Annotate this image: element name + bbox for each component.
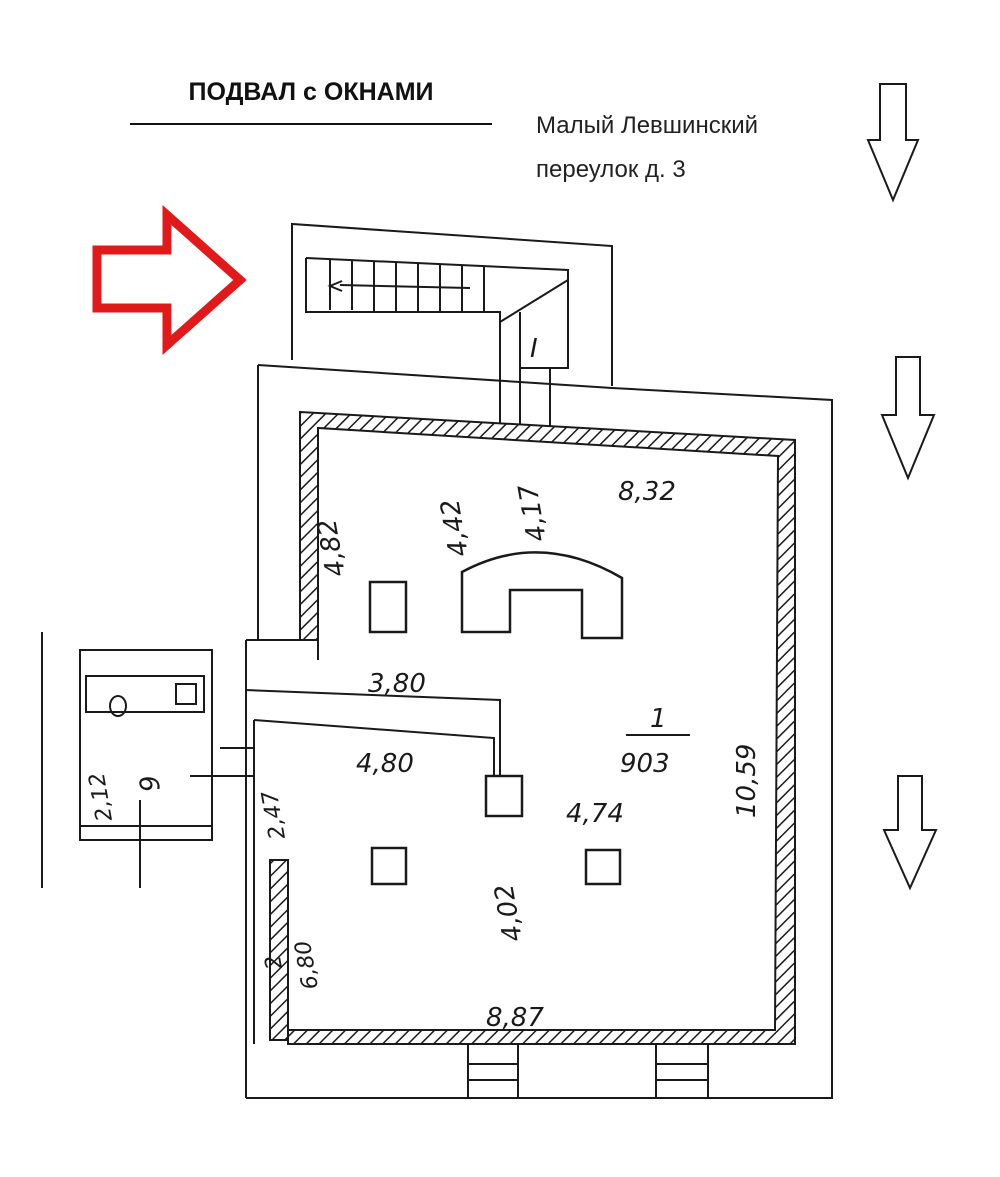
- room-area: 903: [620, 749, 670, 779]
- staircase: [291, 222, 613, 400]
- stair-label: I: [530, 334, 538, 364]
- dim-corridor: 3,80: [368, 669, 426, 699]
- address: Малый Левшинский переулок д. 3: [536, 104, 866, 192]
- wc-number: 9: [134, 772, 166, 794]
- down-arrow-icon: [882, 775, 938, 891]
- dim-right-height: 10,59: [732, 744, 762, 818]
- dim-left-lower: 6,80: [291, 939, 324, 992]
- dim-small-num: 2: [261, 953, 288, 971]
- bottom-steps: [467, 1044, 709, 1098]
- dim-bottom-width: 8,87: [486, 1003, 544, 1033]
- dim-left-strip: 2,47: [258, 789, 291, 842]
- dim-top-width: 8,32: [618, 477, 676, 507]
- wc-block: [41, 632, 254, 888]
- red-right-arrow-icon: [92, 204, 247, 356]
- address-line-2: переулок д. 3: [536, 156, 686, 183]
- plan-title: ПОДВАЛ с ОКНАМИ: [130, 78, 492, 125]
- room-number: 1: [650, 704, 667, 734]
- down-arrow-icon: [866, 83, 920, 203]
- address-line-1: Малый Левшинский: [536, 112, 759, 139]
- dim-lower-room: 4,80: [356, 749, 414, 779]
- dim-center-right: 4,74: [566, 799, 624, 829]
- dim-inner-a: 4,42: [435, 497, 475, 559]
- wc-dim: 2,12: [85, 771, 118, 824]
- pillars: [368, 551, 624, 886]
- dim-inner-b: 4,17: [513, 481, 553, 544]
- down-arrow-icon: [880, 356, 936, 481]
- outer-outline: [245, 360, 833, 1099]
- dim-center-vertical: 4,02: [489, 882, 529, 944]
- corridor: [245, 639, 501, 1044]
